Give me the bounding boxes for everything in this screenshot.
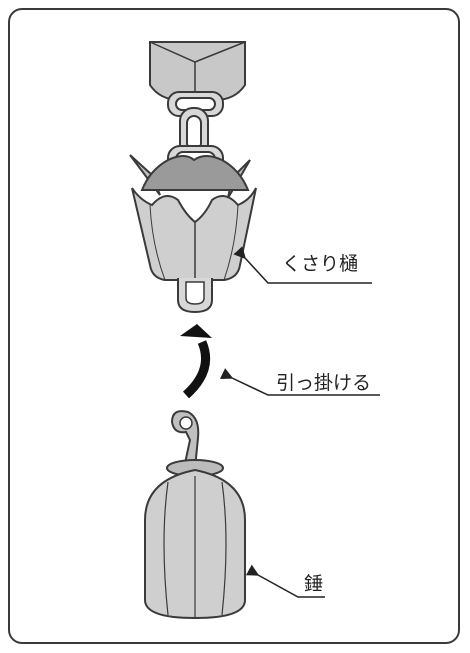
hook-arrow [180,324,212,399]
weight [144,410,246,620]
chain-cup [129,154,257,314]
label-chain-gutter: くさり樋 [282,253,358,275]
label-hook-on: 引っ掛ける [276,372,371,394]
leader-lines [219,246,380,598]
label-weight: 錘 [304,573,323,595]
